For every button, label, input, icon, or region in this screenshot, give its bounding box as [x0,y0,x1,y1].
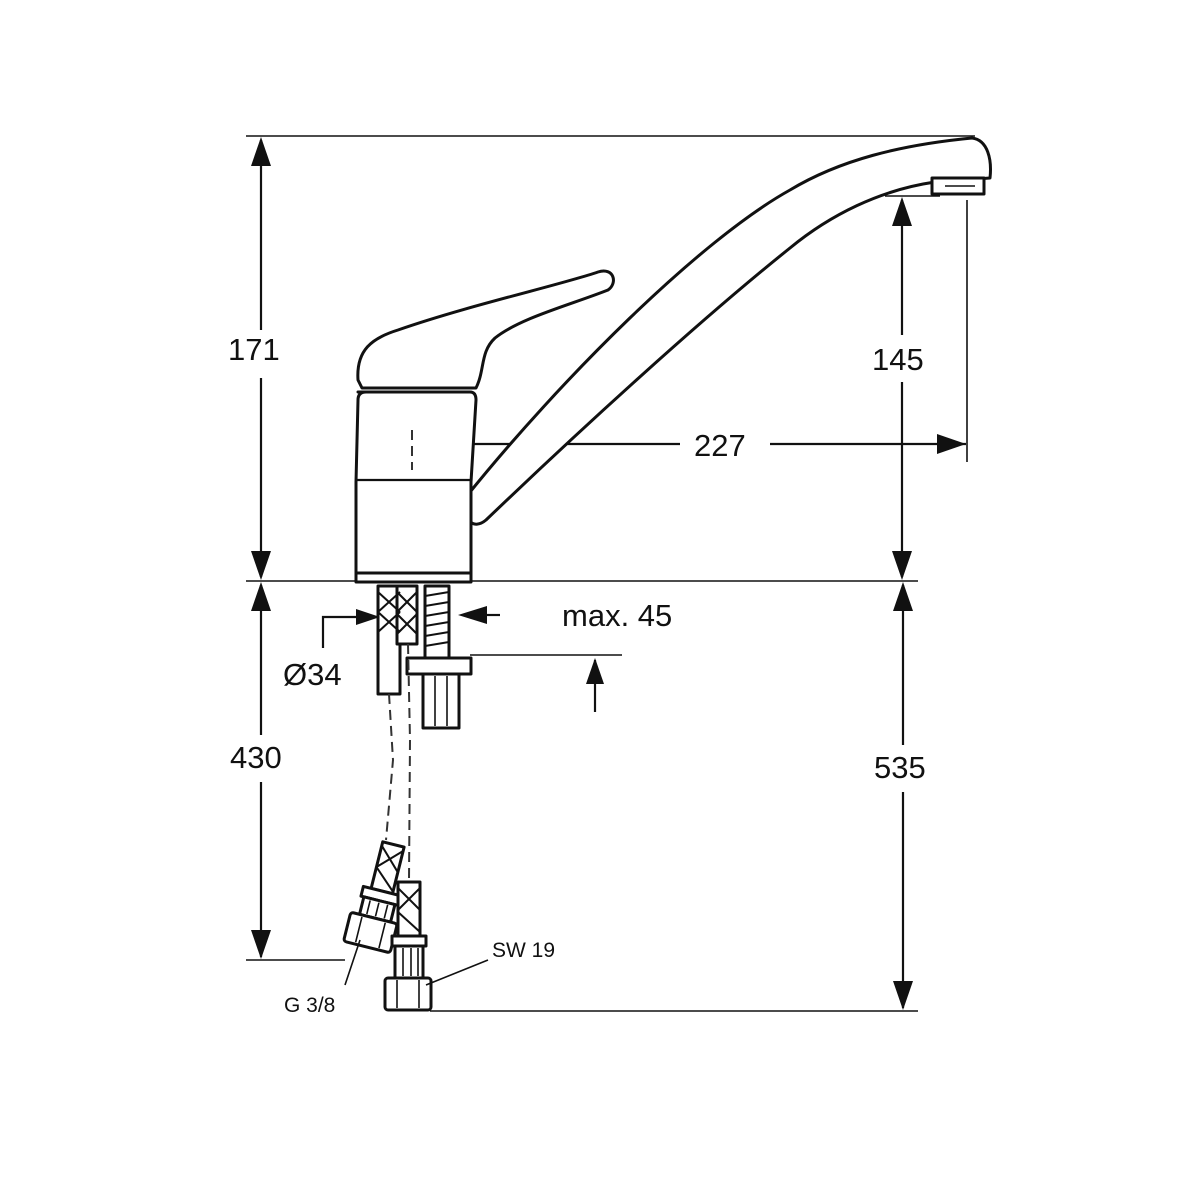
base-ring [354,571,473,584]
hose-right-dashed [407,643,412,881]
dimension-max-45 [458,606,604,712]
dimension-diameter-34 [321,609,380,648]
dimension-430 [251,582,271,959]
leader-lines [344,939,489,986]
hose-end-left [342,840,406,954]
label-535: 535 [874,750,926,785]
lever-handle [356,269,615,390]
dimension-227 [416,434,966,454]
label-sw-19: SW 19 [492,939,555,962]
label-diameter-34: Ø34 [283,657,342,692]
dimension-171 [251,137,271,580]
label-171: 171 [228,332,280,367]
hose-end-right [383,880,433,1012]
label-430: 430 [230,740,282,775]
hose-left-dashed [385,693,395,841]
tap-main-body [354,390,478,580]
dimension-145 [892,197,912,580]
dimension-535 [893,582,913,1010]
fixing-nut [421,672,461,730]
connector-nut-right [383,976,433,1012]
label-max-45: max. 45 [562,598,672,633]
label-227: 227 [694,428,746,463]
mounting-assembly [376,584,473,881]
dimension-labels: 171 145 227 max. 45 Ø34 430 535 SW 19 G … [228,332,926,1017]
tap-body [354,136,992,584]
label-g-3-8: G 3/8 [284,994,335,1017]
label-145: 145 [872,342,924,377]
fixing-plate [405,656,473,676]
